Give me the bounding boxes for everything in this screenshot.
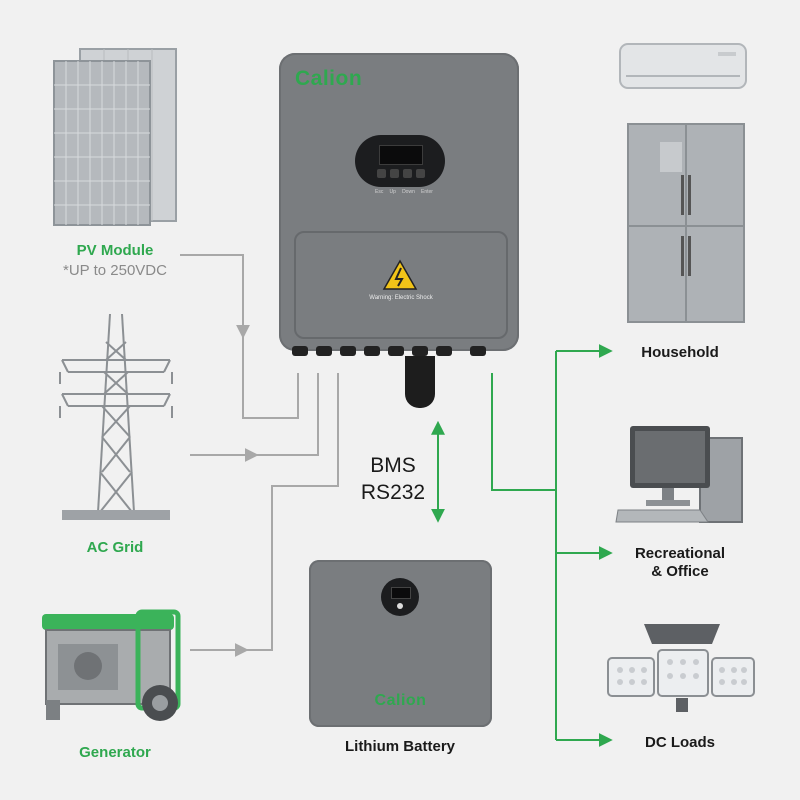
down-label: Down xyxy=(402,189,415,195)
inverter-brand-logo: Calion xyxy=(295,67,363,90)
air-conditioner-icon xyxy=(619,43,747,89)
up-button[interactable] xyxy=(390,169,399,178)
household-label: Household xyxy=(641,344,719,361)
output-bus xyxy=(491,344,613,747)
refrigerator-icon xyxy=(627,123,745,323)
power-button[interactable] xyxy=(397,603,403,609)
inverter-display-panel xyxy=(355,135,445,187)
lithium-battery-label: Lithium Battery xyxy=(344,738,455,755)
solar-panel-icon xyxy=(53,48,177,226)
wiring-cover: Warning: Electric Shock xyxy=(294,231,508,339)
up-label: Up xyxy=(389,189,396,195)
computer-icon xyxy=(615,426,743,523)
led-lights-icon xyxy=(607,624,755,712)
rs232-text: RS232 xyxy=(360,481,426,504)
recreational-text: Recreational xyxy=(634,545,726,562)
generator-wire xyxy=(190,373,339,657)
enter-label: Enter xyxy=(421,189,433,195)
down-button[interactable] xyxy=(403,169,412,178)
ac-grid-wire xyxy=(190,373,319,462)
battery-cable xyxy=(405,356,435,408)
bms-text: BMS xyxy=(370,454,416,477)
battery-display xyxy=(381,578,419,616)
pv-wire xyxy=(180,254,299,419)
esc-label: Esc xyxy=(375,189,384,195)
pv-module-label: PV Module xyxy=(76,242,154,259)
office-text: & Office xyxy=(651,563,709,580)
dc-loads-label: DC Loads xyxy=(644,734,715,751)
button-labels: Esc Up Down Enter xyxy=(375,189,433,195)
ac-grid-label: AC Grid xyxy=(86,539,144,556)
transmission-tower-icon xyxy=(59,313,173,520)
lcd-screen xyxy=(379,145,423,165)
pv-module-sublabel: *UP to 250VDC xyxy=(63,262,167,279)
inverter: Calion Esc Up Down Enter Warning: Electr… xyxy=(279,53,519,351)
esc-button[interactable] xyxy=(377,169,386,178)
battery-brand-logo: Calion xyxy=(374,692,427,709)
warning-text: Warning: Electric Shock xyxy=(369,295,433,301)
bms-label: BMS RS232 xyxy=(350,452,436,506)
cable-glands xyxy=(292,346,486,356)
generator-label: Generator xyxy=(79,744,151,761)
generator-icon xyxy=(42,609,181,721)
recreational-office-label: Recreational & Office xyxy=(600,545,760,581)
lithium-battery: Calion xyxy=(309,560,492,727)
enter-button[interactable] xyxy=(416,169,425,178)
warning-icon xyxy=(382,259,418,290)
